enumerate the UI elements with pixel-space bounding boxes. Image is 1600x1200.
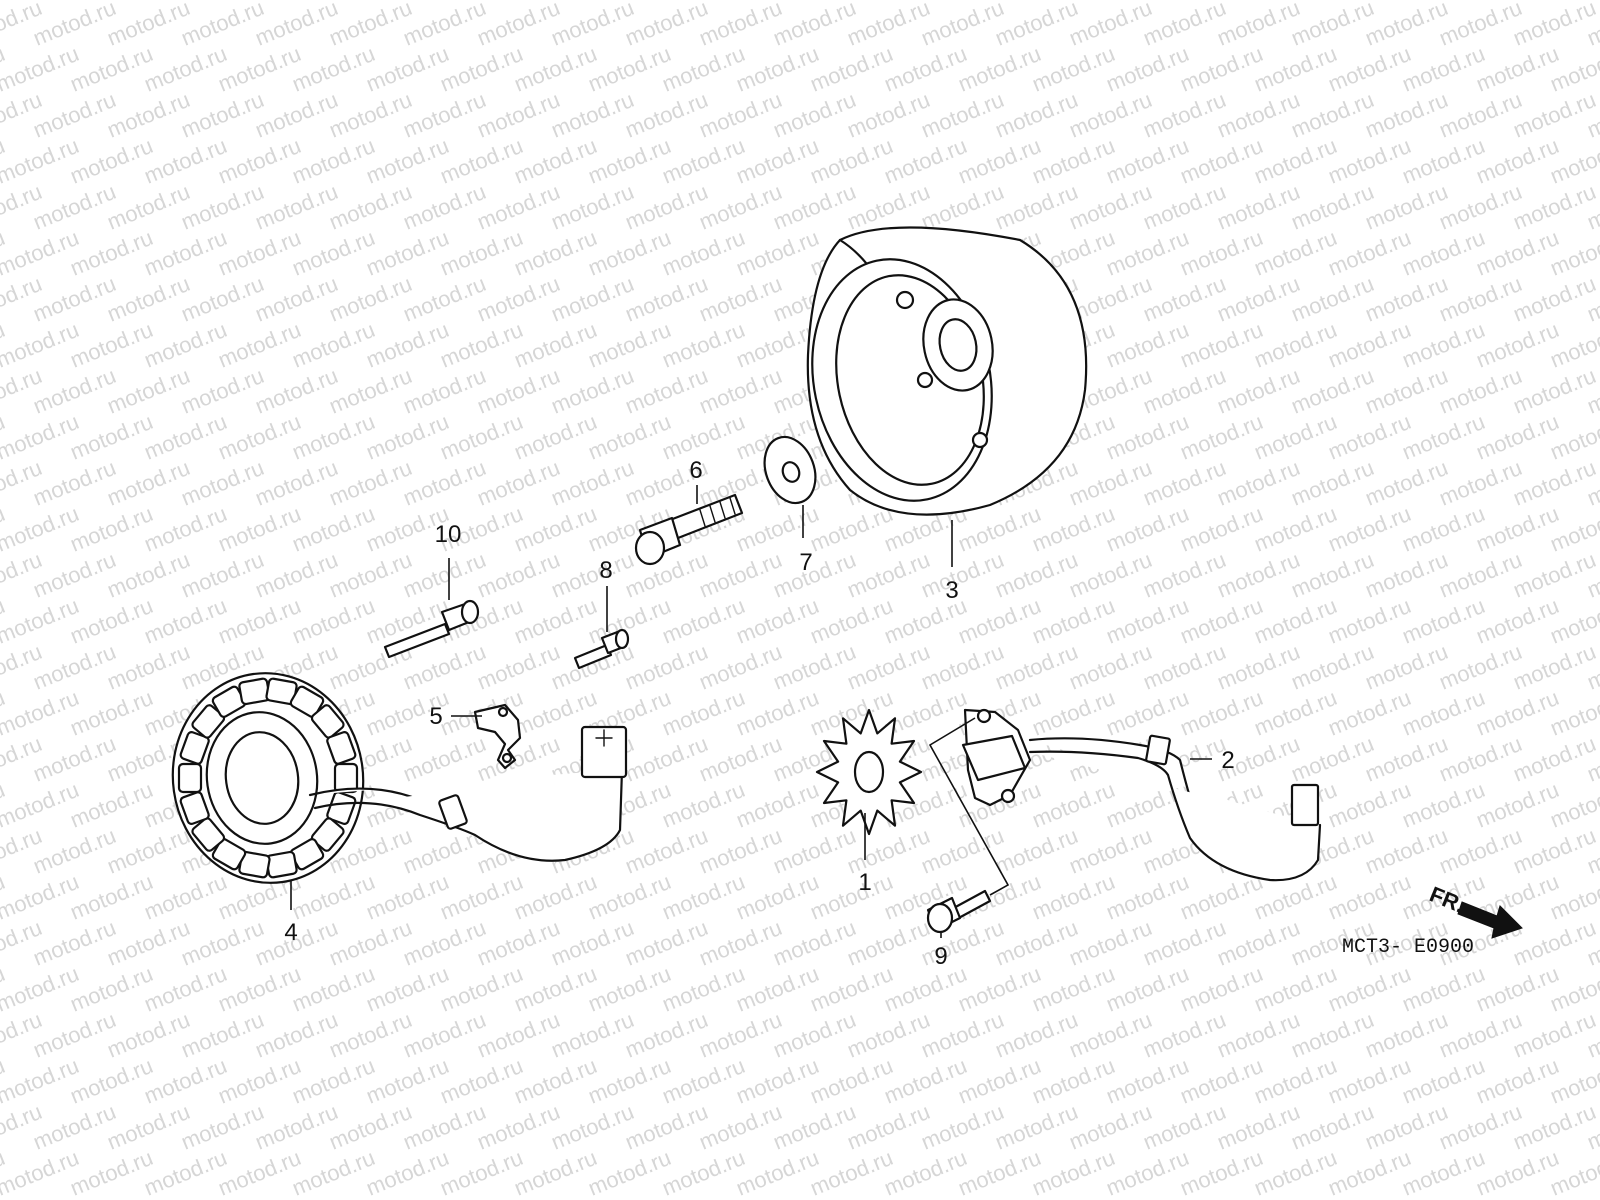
front-arrow-icon	[1457, 901, 1523, 939]
diagram-code: MCT3- E0900	[1342, 936, 1474, 959]
stator-pole	[179, 731, 210, 765]
watermark-text: motod.ru	[548, 0, 638, 51]
callout-4: 4	[284, 919, 297, 946]
stator-pole	[289, 685, 325, 718]
callout-3: 3	[945, 577, 958, 604]
callouts: 10 8 6 7 3 5 4 1 2 9	[284, 457, 1234, 970]
wire-clamp-drawing	[473, 703, 522, 770]
callout-1: 1	[858, 869, 871, 896]
watermark-text: motod.ru	[992, 0, 1082, 51]
callout-6: 6	[689, 457, 702, 484]
pulse-generator-bolt-drawing	[926, 889, 992, 934]
watermark-text: motod.ru	[696, 0, 786, 51]
stator-bolt-drawing	[383, 599, 480, 659]
pulse-generator-drawing	[961, 708, 1322, 882]
watermark-text: motod.ru	[326, 0, 416, 51]
watermark-text: motod.ru	[30, 0, 120, 51]
stator-pole	[265, 850, 298, 879]
stator-pole	[191, 817, 226, 852]
watermark-text: motod.ru	[1214, 0, 1304, 51]
watermark-text: motod.ru	[1510, 0, 1600, 51]
stator-drawing	[171, 672, 628, 884]
leader-lines	[290, 485, 1212, 938]
small-bolt-drawing	[573, 628, 630, 670]
flywheel-drawing	[806, 226, 1088, 516]
watermark-text: motod.ru	[770, 0, 860, 51]
watermark-text: motod.ru	[1362, 0, 1452, 51]
callout-2: 2	[1221, 747, 1234, 774]
callout-10: 10	[435, 521, 462, 548]
watermark-text: motod.ru	[844, 0, 934, 51]
stator-pole	[177, 762, 203, 794]
watermark-text: motod.ru	[252, 0, 342, 51]
stator-pole	[310, 704, 345, 739]
stator-pole	[179, 791, 210, 825]
flange-bolt-drawing	[634, 493, 744, 566]
watermark-text: motod.ru	[622, 0, 712, 51]
watermark-text: motod.ru	[918, 0, 1008, 51]
watermark-text: motod.ru	[400, 0, 490, 51]
watermark-text: motod.ru	[1066, 0, 1156, 51]
callout-5: 5	[429, 703, 442, 730]
watermark-text: motod.ru	[1288, 0, 1378, 51]
stator-pole	[326, 731, 357, 765]
callout-9: 9	[934, 943, 947, 970]
watermark-text: motod.ru	[474, 0, 564, 51]
watermark-text: motod.ru	[178, 0, 268, 51]
stator-pole	[238, 677, 271, 706]
watermark-text: motod.ru	[1140, 0, 1230, 51]
callout-7: 7	[799, 549, 812, 576]
stator-pole	[211, 838, 247, 871]
watermark-text: motod.ru	[1436, 0, 1526, 51]
callout-8: 8	[599, 557, 612, 584]
watermark-text: motod.ru	[104, 0, 194, 51]
washer-drawing	[763, 435, 817, 505]
pulser-rotor-drawing	[815, 708, 923, 836]
